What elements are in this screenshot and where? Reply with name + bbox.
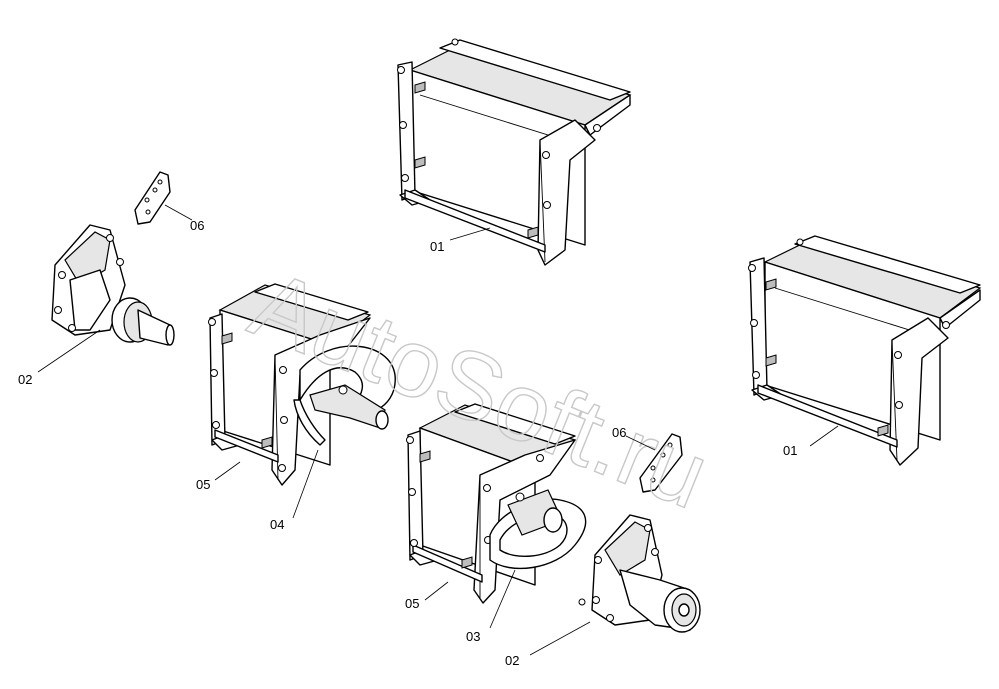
- callout-03: 03: [466, 629, 480, 644]
- callout-04: 04: [270, 517, 284, 532]
- plate-06-right: [639, 433, 683, 493]
- leader-lines: [37, 204, 839, 656]
- callout-06-top: 06: [190, 218, 204, 233]
- callout-02-left: 02: [18, 372, 32, 387]
- callout-02-bottom: 02: [505, 653, 519, 668]
- frame-assembly-05-left: [208, 283, 372, 486]
- callout-05-bottom: 05: [405, 596, 419, 611]
- callout-01-right: 01: [783, 443, 797, 458]
- auger-04: [293, 345, 396, 446]
- frame-assembly-01-top: [397, 38, 632, 266]
- callout-05-left: 05: [196, 477, 210, 492]
- gearbox-02-bottom: [578, 514, 701, 633]
- plate-06-top: [134, 171, 171, 225]
- auger-03: [489, 489, 587, 570]
- frame-assembly-01-right: [748, 235, 982, 466]
- gearbox-02-left: [51, 224, 175, 346]
- callout-06-right: 06: [612, 425, 626, 440]
- callout-01-top: 01: [430, 239, 444, 254]
